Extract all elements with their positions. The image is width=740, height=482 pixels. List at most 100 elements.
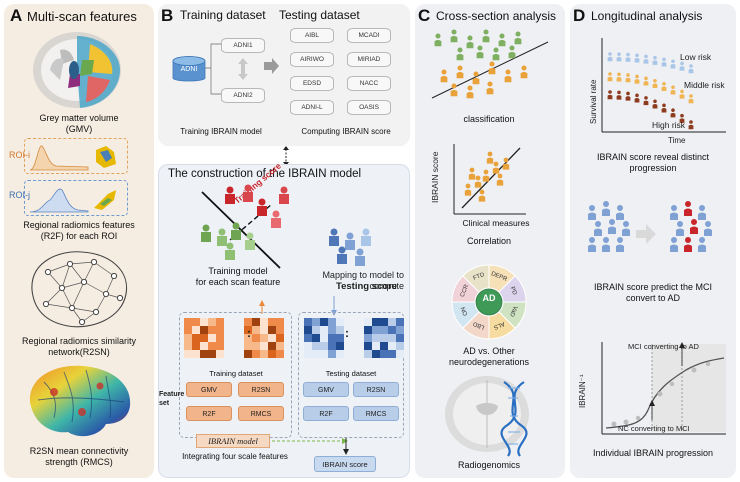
testing-heatmap [304,318,404,358]
survival-subject-icon [634,93,640,103]
dashed-green-arrow [272,438,348,444]
orange-subject-icon [440,69,448,83]
individual-progression-caption: Individual IBRAIN progression [592,448,714,458]
heatmap-cell [312,318,320,326]
subject-icon [474,175,482,188]
heatmap-cell [304,334,312,342]
computing-score-caption: Computing IBRAIN score [301,127,391,136]
heatmap-cell [252,334,260,342]
heatmap-cell [328,350,336,358]
correlation-y-axis: IBRAIN score [430,151,440,204]
heatmap-cell [268,318,276,326]
survival-subject-icon [643,96,649,106]
heatmap-cell [276,342,284,350]
ibrain-score-box: IBRAIN score [314,456,376,472]
survival-subject-icon [625,52,631,62]
ibrain-inverse-axis: IBRAIN⁻¹ [578,374,587,408]
survival-subject-icon [643,54,649,64]
heatmap-cell [388,350,396,358]
survival-subject-icon [607,52,613,62]
mci-to-ad-label: MCI converting to AD [628,342,699,351]
green-subject-icon [476,45,484,59]
heatmap-cell [208,334,216,342]
green-subject-icon [482,29,490,43]
correlation-x-axis: Clinical measures [462,218,530,228]
donut-center-label: AD [482,293,496,303]
heatmap-cell [328,334,336,342]
mci-conversion-graphic [588,201,712,252]
panel-d-title: Longitudinal analysis [591,9,703,23]
subject-icon [482,169,490,182]
green-subject-icon [498,33,506,47]
heatmap-cell [260,334,268,342]
radiogenomics-image [445,376,529,457]
testing-dataset-title: Testing dataset [279,8,360,22]
subject-icon [486,151,494,164]
heatmap-cell [336,326,344,334]
heatmap-cell [216,318,224,326]
heatmap-cell [252,318,260,326]
dataset-mcadi: MCADI [347,28,391,43]
double-arrow-icon [283,146,289,166]
heatmap-cell [276,350,284,358]
subject-icon [502,157,510,170]
r2f-caption: Regional radiomics features (R2F) for ea… [23,220,135,241]
heatmap-cell [372,350,380,358]
heatmap-cell [336,334,344,342]
feature-gmv-train: GMV [186,382,232,397]
heatmap-cell [192,326,200,334]
green-subject-icon [492,47,500,61]
heatmap-cell [200,326,208,334]
heatmap-cell [244,318,252,326]
testing-dataset-box [298,312,404,438]
survival-subject-icon [688,120,694,130]
heatmap-cell [244,326,252,334]
converter-subject-icon [690,219,698,234]
green-subject-icon [514,31,522,45]
mci-subject-icon [608,219,616,234]
gmv-caption: Grey matter volume (GMV) [39,113,119,134]
high-risk-label: High risk [652,120,686,130]
survival-subject-icon [616,52,622,62]
roi-j-label: ROI-j [9,190,30,200]
heatmap-cell [192,342,200,350]
heatmap-cell [364,350,372,358]
converter-subject-icon [684,237,692,252]
heatmap-cell [312,326,320,334]
heatmap-cell [208,342,216,350]
subject-icon [464,183,472,196]
heatmap-cell [328,342,336,350]
survival-subject-icon [607,90,613,100]
mci-subject-icon [676,221,684,236]
heatmap-cell [320,334,328,342]
orange-subject-icon [504,69,512,83]
heatmap-cell [276,318,284,326]
heatmap-cell [372,334,380,342]
red-subjects-group [225,184,289,228]
heatmap-cell [388,326,396,334]
heatmap-cell [268,326,276,334]
training-model-caption: Training IBRAIN model [180,127,262,136]
heatmap-cell [336,342,344,350]
heatmap-cell [328,318,336,326]
right-arrow-icon [264,58,279,74]
donut-segment [462,264,490,293]
mci-subject-icon [602,237,610,252]
dataset-edsd: EDSD [290,76,334,91]
mci-prediction-caption: IBRAIN score predict the MCI convert to … [593,282,713,303]
survival-subject-icon [679,113,685,123]
orange-subject-icon [456,65,464,79]
heatmap-cell [252,350,260,358]
heatmap-cell [184,326,192,334]
adni-label: ADNI [180,66,198,73]
dataset-airiwo: AIRIWO [290,52,334,67]
neurodegeneration-donut [451,264,527,340]
feature-rmcs-test: RMCS [353,406,399,421]
heatmap-cell [388,334,396,342]
survival-subject-icon [616,72,622,82]
swap-arrow-icon [238,58,248,80]
correlation-caption: Correlation [466,236,512,246]
mci-subject-icon [670,205,678,220]
survival-subject-icon [679,89,685,99]
heatmap-cell [200,342,208,350]
